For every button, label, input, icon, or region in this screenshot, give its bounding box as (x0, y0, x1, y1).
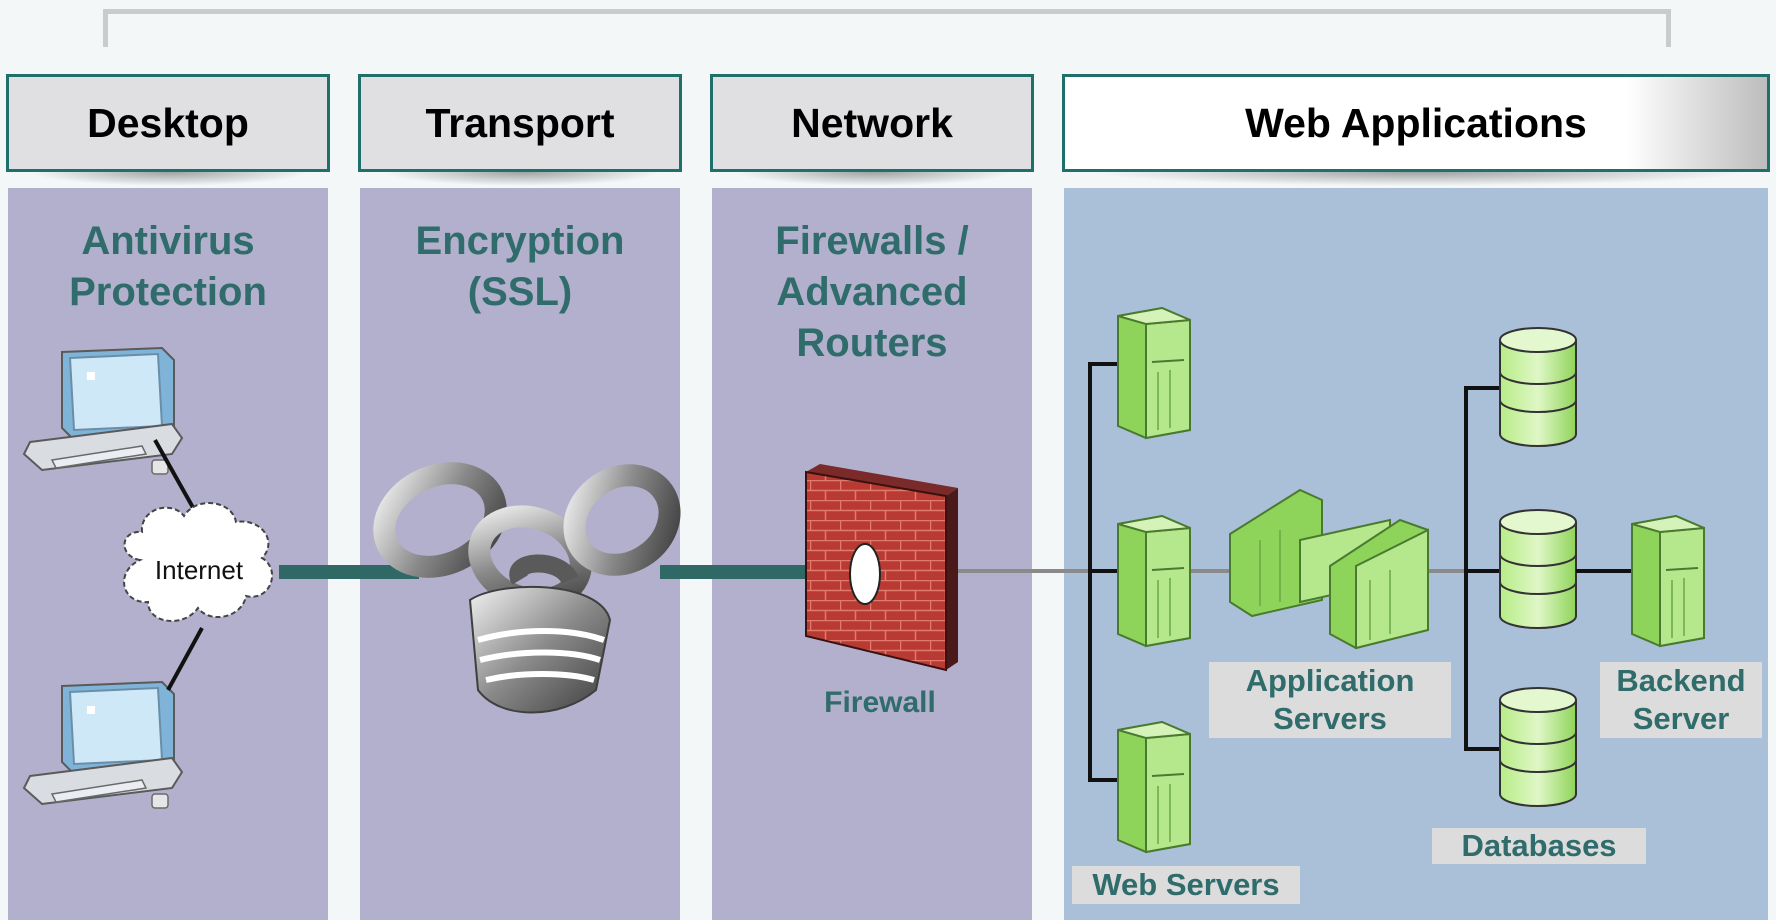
header-transport: Transport (358, 74, 682, 172)
web-servers-label: Web Servers (1072, 866, 1300, 904)
firewall-label: Firewall (824, 686, 936, 719)
server-tower-icon (1117, 720, 1191, 854)
header-desktop: Desktop (6, 74, 330, 172)
databases-label: Databases (1432, 828, 1646, 864)
application-server-icon (1229, 488, 1429, 650)
transport-column-title: Encryption (SSL) (415, 219, 625, 314)
cloud-icon (123, 502, 273, 622)
internet-label: Internet (155, 555, 244, 585)
database-icon (1499, 327, 1577, 447)
chain-padlock-icon (373, 462, 681, 714)
databases-bracket-line (1464, 386, 1510, 751)
application-servers-label: Application Servers (1209, 662, 1451, 738)
top-bracket (103, 9, 1671, 47)
desktop-column-title: Antivirus Protection (69, 219, 267, 314)
database-icon (1499, 687, 1577, 807)
firewall-icon (805, 464, 958, 672)
server-tower-icon (1631, 514, 1705, 648)
header-shadow (1090, 172, 1750, 186)
header-web-applications-label: Web Applications (1245, 99, 1587, 146)
desktop-computer-icon (22, 680, 184, 809)
desktop-computer-icon (22, 346, 184, 475)
computer-to-internet-line (166, 627, 204, 691)
header-shadow (734, 172, 1014, 186)
header-shadow (30, 172, 310, 186)
server-tower-icon (1117, 306, 1191, 440)
computer-to-internet-line (153, 439, 202, 521)
header-shadow (382, 172, 662, 186)
header-web-applications: Web Applications (1062, 74, 1770, 172)
network-column-title: Firewalls / Advanced Routers (775, 219, 969, 365)
header-network: Network (710, 74, 1034, 172)
header-desktop-label: Desktop (87, 99, 249, 146)
header-network-label: Network (791, 99, 953, 146)
backend-server-label: Backend Server (1600, 662, 1762, 738)
server-tower-icon (1117, 514, 1191, 648)
database-icon (1499, 509, 1577, 629)
header-transport-label: Transport (425, 99, 615, 146)
internet-to-lock-arrow (279, 565, 419, 579)
